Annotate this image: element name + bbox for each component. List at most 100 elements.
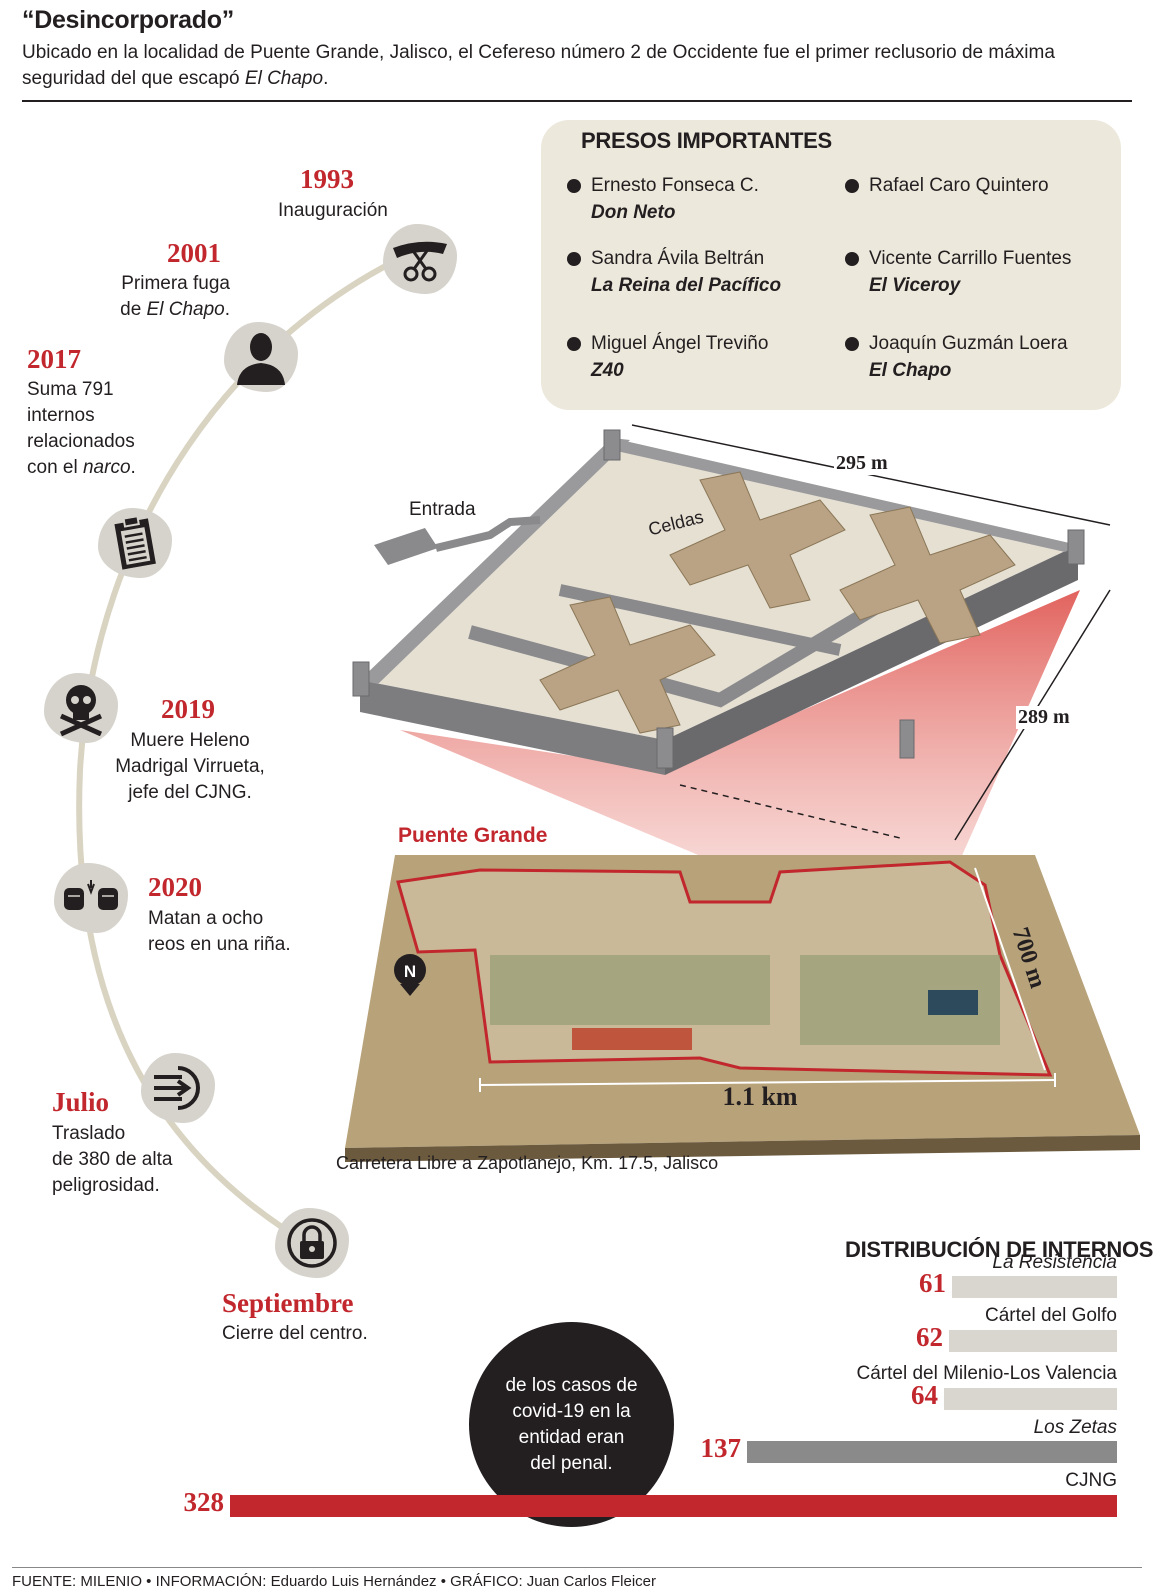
north-marker xyxy=(394,954,426,986)
timeline-text-2019-line3: jefe del CJNG. xyxy=(128,782,252,803)
timeline-text-2019-line2: Madrigal Virrueta, xyxy=(115,756,265,777)
footer-credits: FUENTE: MILENIO • INFORMACIÓN: Eduardo L… xyxy=(12,1573,657,1590)
preso-alias: El Viceroy xyxy=(869,275,961,296)
entrance-building xyxy=(374,528,438,565)
timeline-text-2017-line3: relacionados xyxy=(27,431,135,452)
preso-alias: Don Neto xyxy=(591,202,676,223)
wall-front-left xyxy=(360,680,665,775)
preso-item: Vicente Carrillo Fuentes El Viceroy xyxy=(845,245,1071,299)
preso-item: Ernesto Fonseca C. Don Neto xyxy=(567,172,759,226)
subtitle-line-2a: seguridad del que escapó xyxy=(22,68,245,89)
dim-line-v xyxy=(974,867,1046,1071)
wall-front-right xyxy=(665,545,1078,775)
inner-wall xyxy=(468,598,884,708)
timeline-year-septiembre: Septiembre xyxy=(222,1288,354,1318)
presos-card: PRESOS IMPORTANTES Ernesto Fonseca C. Don… xyxy=(541,120,1121,410)
bar-value-label: 328 xyxy=(183,1487,225,1517)
dim-label-depth: 289 m xyxy=(1016,706,1072,729)
label-entrada: Entrada xyxy=(409,499,476,520)
preso-name: Vicente Carrillo Fuentes xyxy=(869,248,1072,269)
timeline-text-julio-line1: Traslado xyxy=(52,1123,126,1144)
timeline-text-julio-line3: peligrosidad. xyxy=(52,1175,160,1196)
cell-block xyxy=(839,506,1016,644)
timeline-text-2017-line4c: . xyxy=(130,457,136,478)
footer-rule xyxy=(12,1567,1142,1568)
timeline-year-2001: 2001 xyxy=(167,238,221,268)
dim-label-h: 1.1 km xyxy=(722,1082,797,1111)
covid-circle: de los casos de covid-19 en la entidad e… xyxy=(469,1322,674,1527)
subtitle-line-1: Ubicado en la localidad de Puente Grande… xyxy=(22,42,1055,63)
page-title: “Desincorporado” xyxy=(22,6,234,34)
preso-item: Rafael Caro Quintero xyxy=(845,172,1049,199)
clipboard-icon xyxy=(98,508,172,578)
subtitle-line-2c: . xyxy=(323,68,329,89)
map-pool xyxy=(928,990,978,1015)
preso-name: Rafael Caro Quintero xyxy=(869,175,1049,196)
map-edge xyxy=(345,1135,1140,1162)
timeline-text-2020-line2: reos en una riña. xyxy=(148,934,291,955)
bar-value-label: 61 xyxy=(919,1268,946,1298)
map-label-puente-grande: Puente Grande xyxy=(398,824,548,847)
timeline-text-2001: Primera fuga de El Chapo. xyxy=(118,271,230,323)
preso-alias: El Chapo xyxy=(869,360,952,381)
timeline-text-2001-line2a: de xyxy=(120,299,147,320)
padlock-icon xyxy=(275,1208,349,1278)
timeline-text-2019-line1: Muere Heleno xyxy=(130,730,250,751)
dim-guide-dashed xyxy=(679,784,901,839)
timeline-text-2017-line2: internos xyxy=(27,405,95,426)
timeline-year-2020: 2020 xyxy=(148,872,202,902)
timeline-text-2017-line4a: con el xyxy=(27,457,83,478)
covid-line3: entidad eran xyxy=(518,1426,625,1448)
bar-value-label: 62 xyxy=(916,1322,943,1352)
header-rule xyxy=(22,100,1132,102)
person-silhouette-icon xyxy=(224,322,298,392)
map-block xyxy=(490,955,770,1025)
timeline-text-julio-line2: de 380 de alta xyxy=(52,1149,173,1170)
bar xyxy=(747,1441,1117,1463)
dim-line-h xyxy=(479,1079,1056,1086)
timeline-text-julio: Traslado de 380 de alta peligrosidad. xyxy=(52,1121,172,1199)
timeline-text-1993: Inauguración xyxy=(278,200,388,221)
timeline-year-1993: 1993 xyxy=(300,164,354,194)
timeline-text-2001-line1: Primera fuga xyxy=(121,273,230,294)
presos-title: PRESOS IMPORTANTES xyxy=(581,128,832,153)
timeline-text-2017-line1: Suma 791 xyxy=(27,379,114,400)
chart-title: DISTRIBUCIÓN DE INTERNOS xyxy=(845,1237,1154,1262)
preso-name: Joaquín Guzmán Loera xyxy=(869,333,1068,354)
map-building xyxy=(572,1028,692,1050)
timeline-text-2019: Muere Heleno Madrigal Virrueta, jefe del… xyxy=(110,728,270,806)
timeline-text-septiembre: Cierre del centro. xyxy=(222,1323,368,1344)
wall-back-left xyxy=(360,438,630,684)
bar xyxy=(944,1388,1117,1410)
covid-line1: de los casos de xyxy=(505,1374,638,1396)
preso-name: Ernesto Fonseca C. xyxy=(591,175,759,196)
preso-alias: Z40 xyxy=(591,360,624,381)
timeline-year-2017: 2017 xyxy=(27,344,81,374)
timeline-year-2019: 2019 xyxy=(161,694,215,724)
scissors-ribbon-icon xyxy=(383,224,457,294)
bar-category-label: La Resistencia xyxy=(992,1252,1117,1273)
fists-fight-icon xyxy=(54,863,128,933)
timeline-text-2020-line1: Matan a ocho xyxy=(148,908,264,929)
guard-towers xyxy=(352,429,1085,769)
dim-line-width xyxy=(631,424,1111,526)
cell-block xyxy=(539,596,716,734)
map-caption: Carretera Libre a Zapotlanejo, Km. 17.5,… xyxy=(336,1153,719,1173)
cell-block xyxy=(669,471,846,609)
bar-value-label: 64 xyxy=(911,1380,938,1410)
covid-line4: del penal. xyxy=(530,1452,613,1474)
timeline-text-2001-chapo: El Chapo xyxy=(146,299,225,320)
north-label: N xyxy=(404,962,416,981)
bar xyxy=(952,1276,1117,1298)
timeline-year-julio: Julio xyxy=(52,1087,110,1117)
bar-category-label: CJNG xyxy=(1065,1470,1117,1491)
north-arrow xyxy=(400,984,420,996)
preso-alias: La Reina del Pacífico xyxy=(591,275,782,296)
wall-back-right xyxy=(612,438,1078,552)
preso-item: Joaquín Guzmán Loera El Chapo xyxy=(845,330,1068,384)
timeline-text-2001-line2c: . xyxy=(224,299,230,320)
